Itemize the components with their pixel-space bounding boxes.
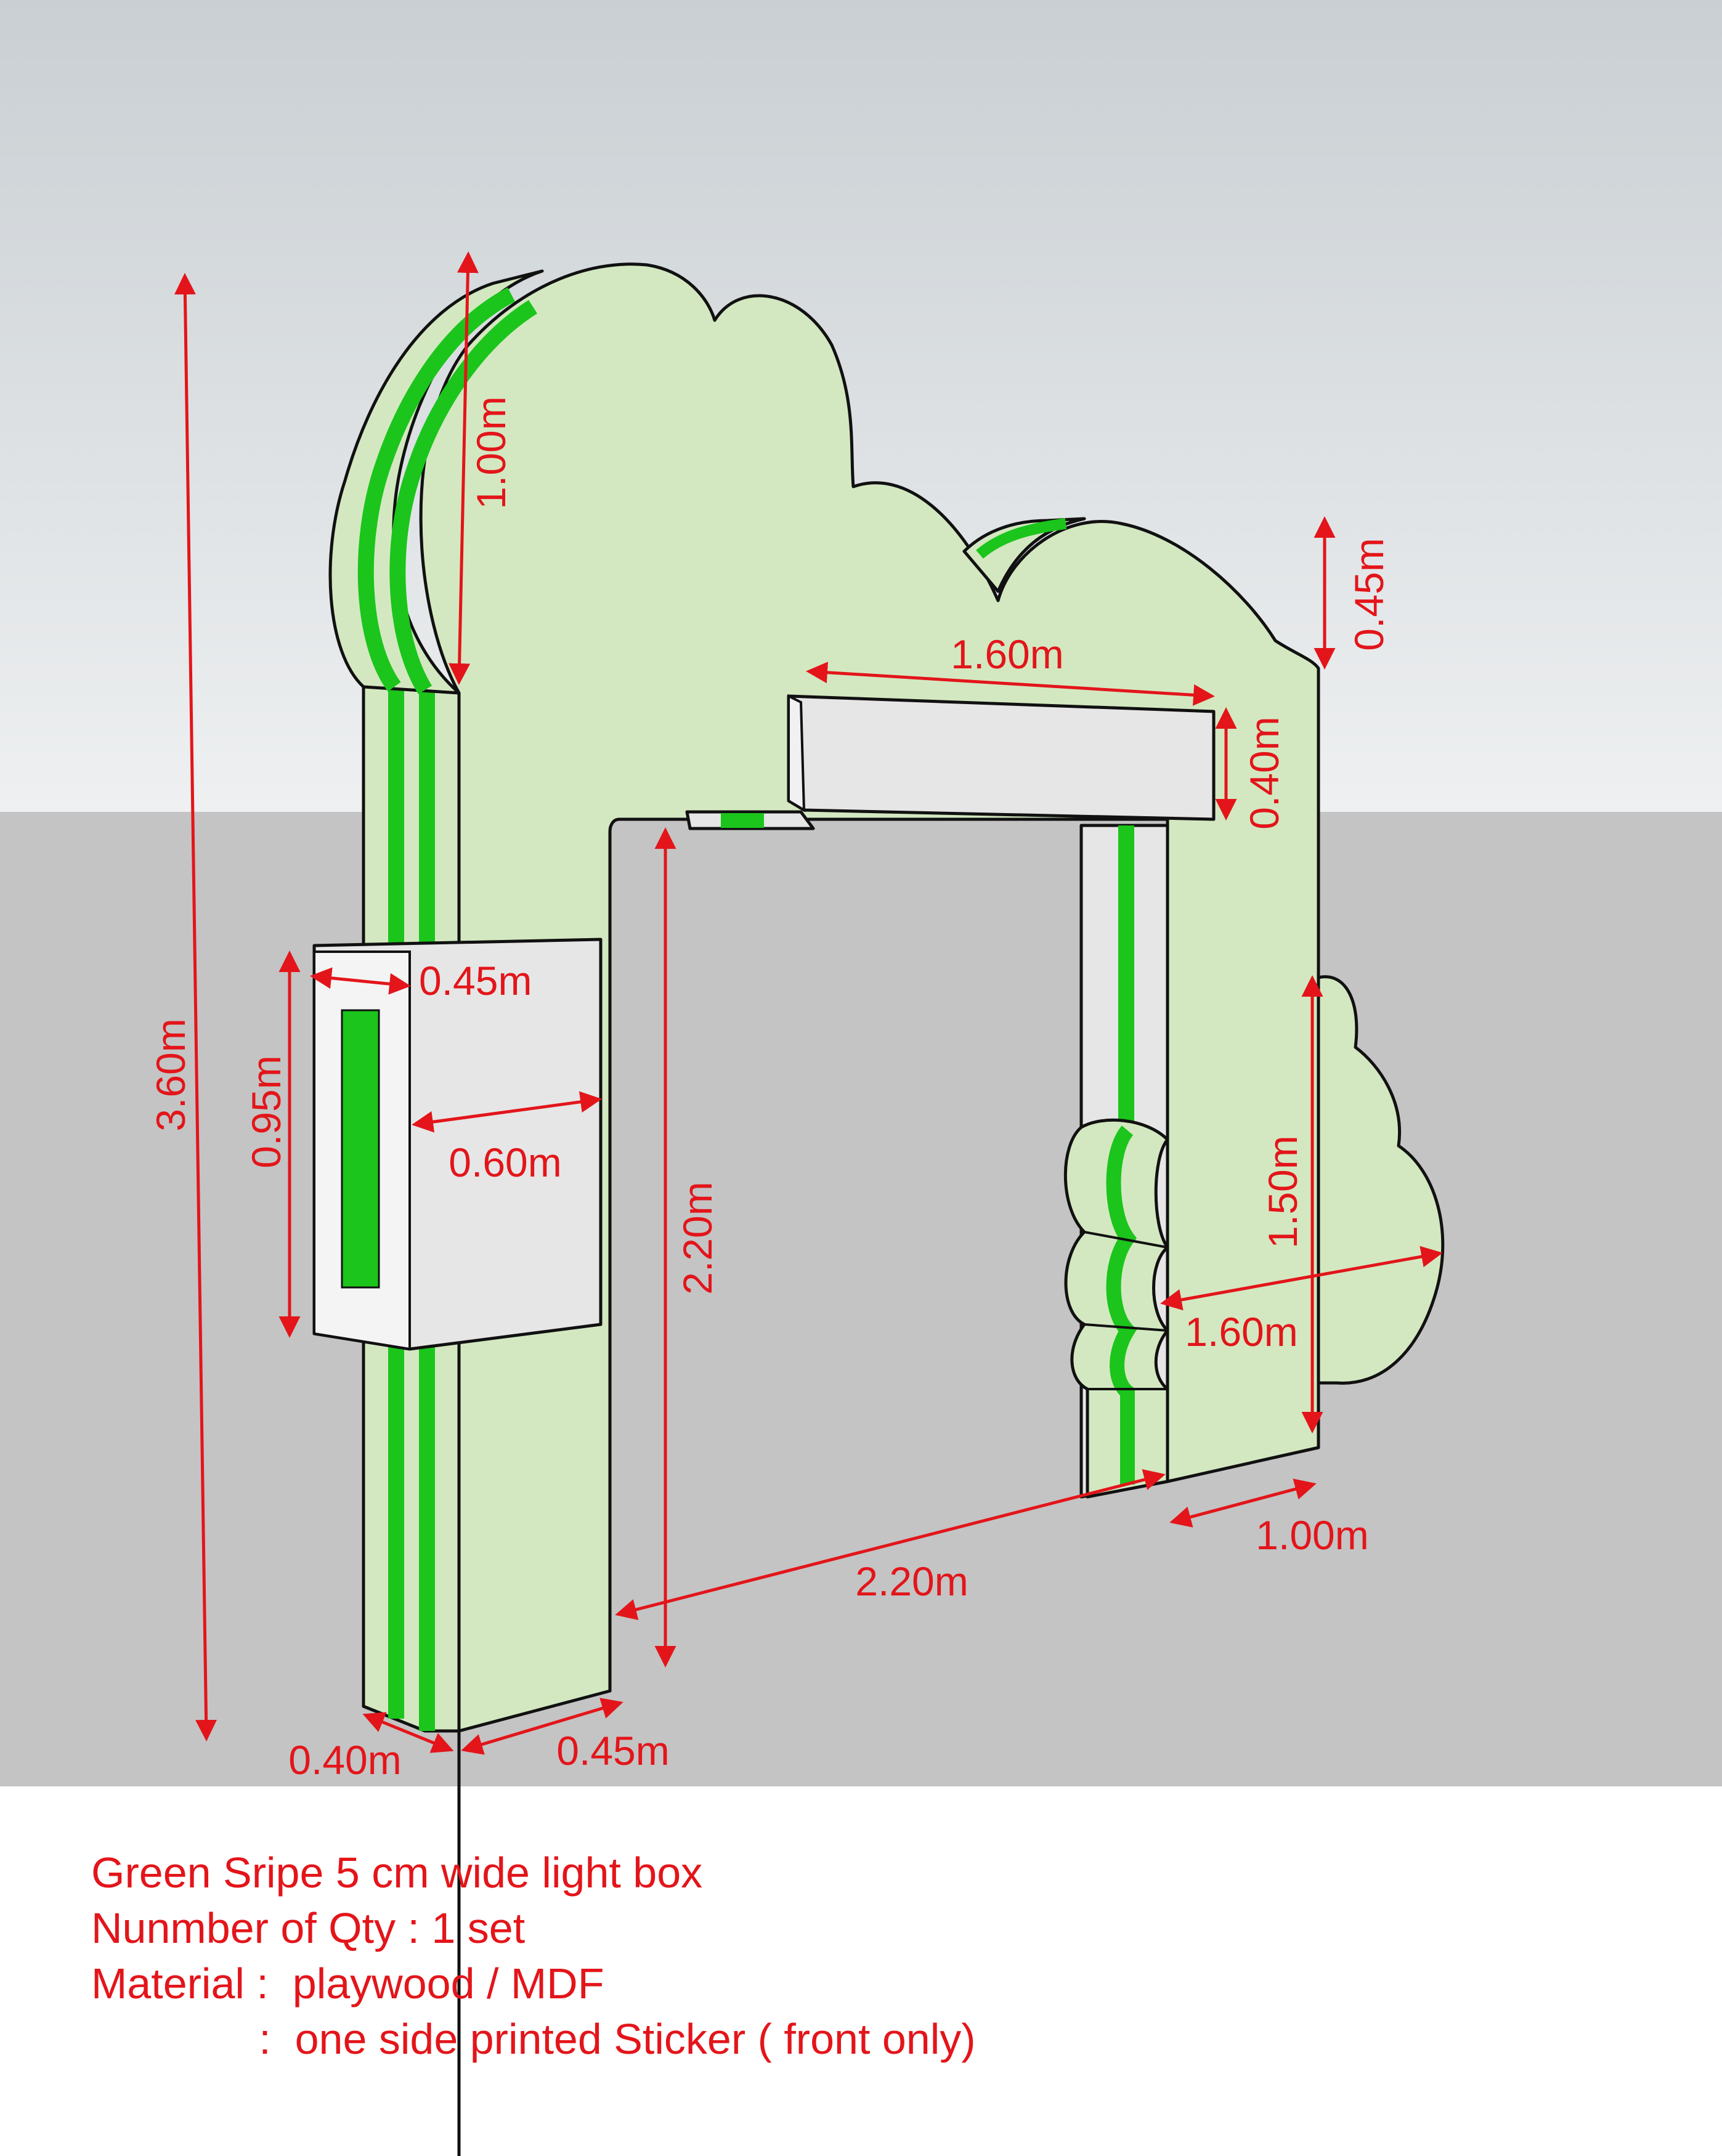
- right-bush-stripe: [1106, 1125, 1137, 1485]
- dim-line-total-height: [174, 273, 217, 1741]
- dim-label-opening-height: 2.20m: [675, 1181, 720, 1294]
- right-crown-side: [962, 517, 1086, 593]
- dim-line-right-bush-width: [1160, 1246, 1443, 1311]
- light-box-green-panel: [341, 1009, 380, 1289]
- right-bush-seam-2: [1084, 1323, 1168, 1332]
- dim-label-total-height: 3.60m: [148, 1018, 193, 1131]
- dim-line-sign-width: [806, 662, 1215, 706]
- dim-label-left-base-width: 0.40m: [288, 1737, 401, 1783]
- dim-label-lightbox-depth: 0.45m: [419, 958, 532, 1003]
- note-material: Material : playwood / MDF: [91, 1959, 604, 2008]
- front-panel-shape: [419, 262, 1320, 1733]
- dim-line-lightbox-width: [412, 1091, 602, 1133]
- ground-background: [0, 812, 1722, 1786]
- dim-line-left-base-width: [362, 1712, 454, 1753]
- note-quantity: Nunmber of Qty : 1 set: [91, 1904, 526, 1952]
- note-light-box: Green Sripe 5 cm wide light box: [91, 1849, 703, 1897]
- dim-line-right-base: [1169, 1478, 1317, 1528]
- dim-label-lightbox-width: 0.60m: [449, 1140, 561, 1185]
- top-sign-box-edge: [787, 694, 806, 813]
- note-sticker: : one side printed Sticker ( front only): [91, 2015, 976, 2063]
- dim-label-right-base: 1.00m: [1256, 1512, 1368, 1558]
- left-crown-stripe-2: [389, 300, 537, 694]
- dim-label-sign-height: 0.40m: [1241, 716, 1287, 829]
- top-sign-box: [787, 694, 1216, 821]
- dim-label-crown-height: 1.00m: [468, 396, 514, 509]
- right-crown-stripe: [976, 518, 1067, 559]
- dim-label-left-base-depth: 0.45m: [556, 1728, 669, 1773]
- dim-label-right-top-height: 0.45m: [1346, 538, 1392, 650]
- dim-label-sign-width: 1.60m: [951, 631, 1063, 677]
- dim-line-opening-width: [615, 1469, 1166, 1621]
- dim-label-right-bush-width: 1.60m: [1185, 1309, 1298, 1355]
- dim-label-opening-width: 2.20m: [855, 1558, 968, 1604]
- dim-line-crown-height: [449, 251, 479, 685]
- right-bush-seam-1: [1084, 1231, 1168, 1249]
- light-box-lower-stripe-1: [388, 1350, 404, 1363]
- spec-notes: Green Sripe 5 cm wide light box Nunmber …: [91, 1845, 1631, 2067]
- dim-label-lightbox-height: 0.95m: [243, 1055, 289, 1168]
- beam-underside-stripe: [721, 813, 764, 828]
- light-box-lower-stripe-2: [419, 1350, 435, 1363]
- dimension-lines: [174, 251, 1443, 1755]
- dim-line-left-base-depth: [461, 1698, 623, 1755]
- dim-label-right-bush-height: 1.50m: [1260, 1135, 1306, 1248]
- dim-line-lightbox-depth: [310, 967, 411, 995]
